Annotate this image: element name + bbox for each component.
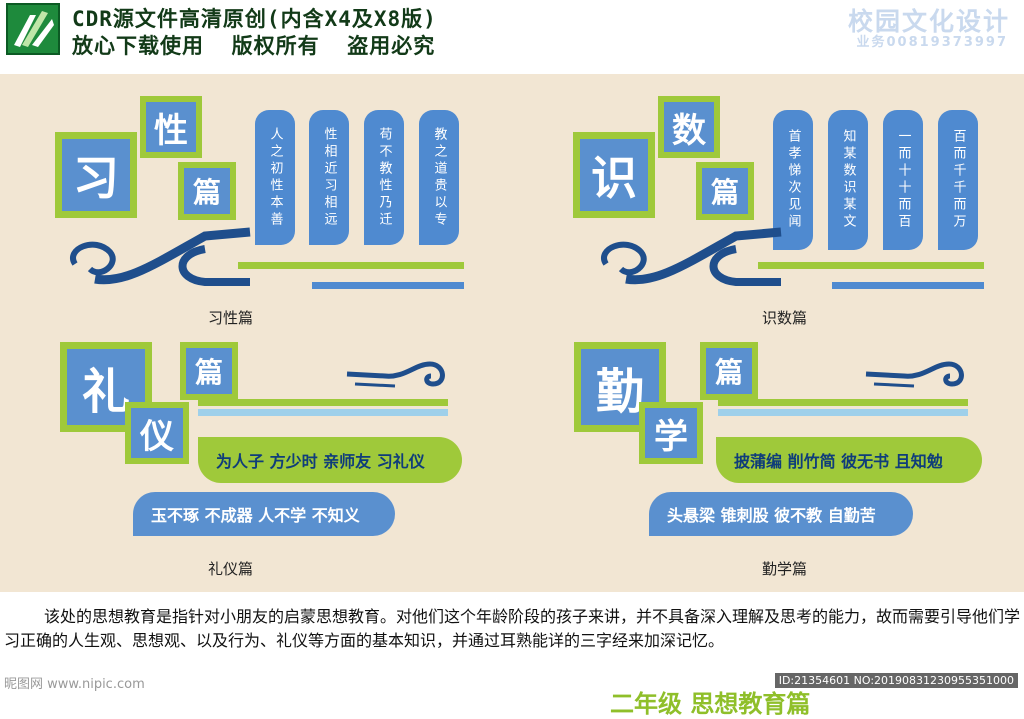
panel-xixing: 性 习 篇 人之初性本善 性相近习相远 苟不教性乃迁 教之道贵以专 习性篇 xyxy=(0,74,512,334)
cloud-swirl-icon xyxy=(70,227,251,286)
char-tile-pian: 篇 xyxy=(178,162,236,220)
panel-shishu: 数 识 篇 首孝悌次见闻 知某数识某文 一而十十而百 百而千千而万 识数篇 xyxy=(512,74,1024,334)
verse-pill-blue: 头悬梁 锥刺股 彼不教 自勤苦 xyxy=(649,492,913,536)
description: 该处的思想教育是指针对小朋友的启蒙思想教育。对他们这个年龄阶段的孩子来讲，并不具… xyxy=(0,605,1024,653)
char-tile-pian: 篇 xyxy=(696,162,754,220)
char-tile-pian: 篇 xyxy=(180,342,238,400)
verse-column: 人之初性本善 xyxy=(255,110,295,245)
panel-caption: 礼仪篇 xyxy=(208,560,254,578)
verse-column: 苟不教性乃迁 xyxy=(364,110,404,245)
header-line-2: 放心下载使用 版权所有 盗用必究 xyxy=(72,34,436,58)
panel-caption: 识数篇 xyxy=(762,309,808,327)
char-tile-big: 习 xyxy=(55,132,137,218)
char-tile-xue: 学 xyxy=(639,402,703,464)
verse-pill-blue: 玉不琢 不成器 人不学 不知义 xyxy=(133,492,395,536)
header-line-1: CDR源文件高清原创(内含X4及X8版) xyxy=(72,7,437,31)
watermark: 昵图网 www.nipic.com xyxy=(4,677,145,692)
verse-column: 教之道贵以专 xyxy=(419,110,459,245)
verse-column: 性相近习相远 xyxy=(309,110,349,245)
bottom-title: 二年级 思想教育篇 xyxy=(610,690,811,718)
char-tile-top: 数 xyxy=(658,96,720,158)
verse-column: 一而十十而百 xyxy=(883,110,923,250)
brand-phone: 业务00819373997 xyxy=(856,35,1008,50)
image-id: ID:21354601 NO:20190831230955351000 xyxy=(774,673,1018,688)
panel-caption: 勤学篇 xyxy=(762,560,808,578)
char-tile-pian: 篇 xyxy=(700,342,758,400)
char-tile-yi: 仪 xyxy=(125,402,189,464)
cloud-swirl-icon xyxy=(601,227,782,286)
description-text: 该处的思想教育是指针对小朋友的启蒙思想教育。对他们这个年龄阶段的孩子来讲，并不具… xyxy=(4,607,1021,650)
brand-title: 校园文化设计 xyxy=(847,7,1010,36)
header: CDR源文件高清原创(内含X4及X8版) 放心下载使用 版权所有 盗用必究 校园… xyxy=(0,0,1024,62)
char-tile-qin: 勤 xyxy=(574,342,666,432)
deco-bar-blue xyxy=(198,409,448,416)
panel-liyi: 礼 仪 篇 为人子 方少时 亲师友 习礼仪 玉不琢 不成器 人不学 不知义 礼仪… xyxy=(0,334,512,584)
panel-caption: 习性篇 xyxy=(208,309,254,327)
verse-column: 百而千千而万 xyxy=(938,110,978,250)
coreldraw-logo-icon xyxy=(6,3,60,55)
verse-pill-green: 披蒲编 削竹简 彼无书 且知勉 xyxy=(716,437,982,483)
char-tile-big: 识 xyxy=(573,132,655,218)
deco-bar-green xyxy=(758,262,984,269)
char-tile-top: 性 xyxy=(140,96,202,158)
deco-bar-blue xyxy=(312,282,464,289)
cloud-swirl-icon xyxy=(346,361,445,388)
verse-column: 知某数识某文 xyxy=(828,110,868,250)
deco-bar-blue xyxy=(832,282,984,289)
deco-bar-blue xyxy=(718,409,968,416)
verse-pill-green: 为人子 方少时 亲师友 习礼仪 xyxy=(198,437,462,483)
deco-bar-green xyxy=(238,262,464,269)
deco-bar-green xyxy=(198,399,448,406)
deco-bar-green xyxy=(718,399,968,406)
cloud-swirl-icon xyxy=(865,361,964,388)
panel-qinxue: 勤 学 篇 披蒲编 削竹简 彼无书 且知勉 头悬梁 锥刺股 彼不教 自勤苦 勤学… xyxy=(512,334,1024,584)
verse-column: 首孝悌次见闻 xyxy=(773,110,813,250)
